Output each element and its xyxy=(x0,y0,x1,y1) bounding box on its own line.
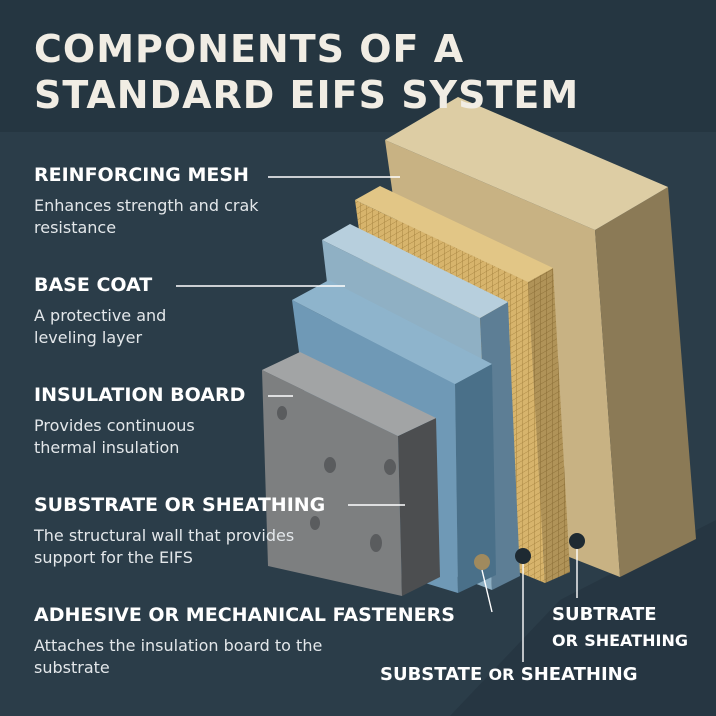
leader-line-fasteners xyxy=(481,569,493,613)
substrate-dot xyxy=(277,406,287,420)
substrate-front xyxy=(262,370,402,596)
component-description: Enhances strength and crak resistance xyxy=(34,196,259,237)
component-description: Attaches the insulation board to the sub… xyxy=(34,636,323,677)
fastener-marker xyxy=(515,548,531,564)
bottom-center-label: SUBSTATE OR SHEATHING xyxy=(380,662,638,688)
component-heading: BASE COAT xyxy=(34,274,153,296)
page-title: COMPONENTS OF A STANDARD EIFS SYSTEM xyxy=(34,26,579,118)
bottom-center-label-word-3: SHEATHING xyxy=(520,664,638,685)
bottom-right-label-word-3: SHEATHING xyxy=(584,631,688,650)
base-coat-top xyxy=(322,224,508,318)
substrate-top xyxy=(262,352,436,436)
substrate-layer xyxy=(262,352,440,596)
substrate-dot xyxy=(384,459,396,475)
component-heading: REINFORCING MESH xyxy=(34,164,249,186)
page-title-line-1: COMPONENTS OF A xyxy=(34,27,465,71)
component-heading: ADHESIVE OR MECHANICAL FASTENERS xyxy=(34,604,455,626)
finish-coat-side xyxy=(595,187,696,577)
component-description: Provides continuous thermal insulation xyxy=(34,416,195,457)
bottom-right-label: SUBTRATE OR SHEATHING xyxy=(552,602,688,654)
fastener-marker xyxy=(569,533,585,549)
substrate-dot xyxy=(310,516,320,530)
insulation-side xyxy=(455,364,496,593)
substrate-dot xyxy=(324,457,336,473)
insulation-top xyxy=(292,280,492,384)
bottom-right-label-word-1: SUBTRATE xyxy=(552,604,657,625)
bottom-center-label-word-2: OR xyxy=(488,665,515,684)
component-description: The structural wall that provides suppor… xyxy=(34,526,295,567)
substrate-side xyxy=(398,418,440,596)
component-heading: INSULATION BOARD xyxy=(34,384,246,406)
bottom-center-label-word-1: SUBSTATE xyxy=(380,664,483,685)
bottom-right-label-word-2: OR xyxy=(552,631,578,650)
mesh-side xyxy=(528,268,570,583)
substrate-dot xyxy=(370,534,382,552)
component-heading: SUBSTRATE OR SHEATHING xyxy=(34,494,326,516)
background-shadow xyxy=(450,520,716,716)
component-description: A protective and leveling layer xyxy=(34,306,167,347)
header-band xyxy=(0,0,716,132)
finish-coat-top xyxy=(385,97,668,230)
page-title-line-2: STANDARD EIFS SYSTEM xyxy=(34,73,580,117)
fastener-marker xyxy=(474,554,490,570)
mesh-top xyxy=(355,186,553,282)
mesh-side-shade xyxy=(528,268,570,583)
